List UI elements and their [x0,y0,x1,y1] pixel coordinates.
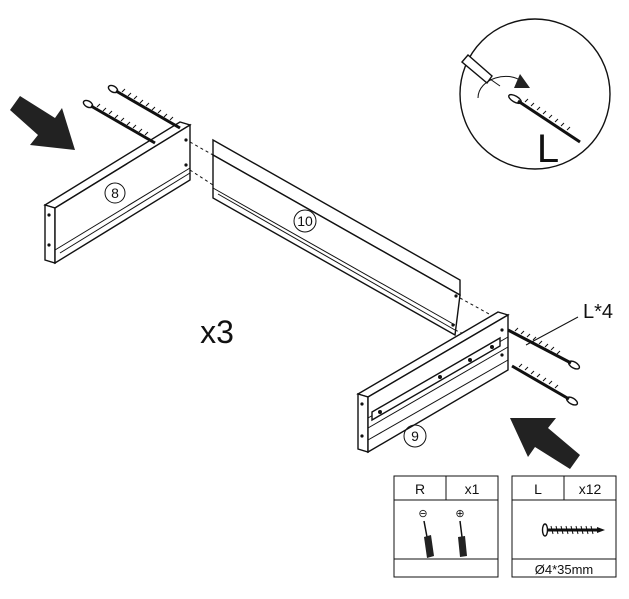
tool-code: R [415,481,425,497]
screw-left-bottom [82,99,156,145]
panel-8-label: 8 [111,185,119,201]
panel-9-label-circle [403,424,427,448]
screw-spec-box: L x12 Ø4*35mm [511,475,617,578]
arrow-right [510,418,580,469]
screw-callout: L*4 [525,301,613,346]
multiplier-label: x3 [200,314,234,350]
panel-10: 10 [212,138,461,337]
tool-qty: x1 [465,481,480,497]
flat-screwdriver-icon [423,520,434,558]
panel-10-label-circle [293,209,317,233]
screwdriver-icon [461,54,501,87]
panel-8-label-circle [104,182,126,204]
screw-code: L [534,481,542,497]
screw-size: Ø4*35mm [535,562,594,577]
screw-qty: x12 [579,481,602,497]
cross-screwdriver-icon [458,520,467,557]
flat-head-symbol: ⊖ [418,508,427,520]
screw-icon [541,523,605,537]
detail-inset: L [459,18,611,171]
rotation-arrow-icon [477,74,530,99]
cross-head-symbol: ⊕ [455,508,464,520]
screw-callout-label: L*4 [583,301,613,323]
screw-right-bottom [511,363,579,406]
tool-box: R x1 ⊖ ⊕ [393,475,499,578]
panel-9: 9 [356,311,510,454]
drawer-slide-rail [371,336,501,422]
screw-right-top [507,327,581,370]
detail-screw-icon [508,93,581,144]
panel-9-label: 9 [411,428,419,444]
screw-left-top [107,84,181,130]
detail-screw-label: L [537,127,559,171]
panel-10-label: 10 [297,213,313,229]
arrow-left [10,96,75,150]
